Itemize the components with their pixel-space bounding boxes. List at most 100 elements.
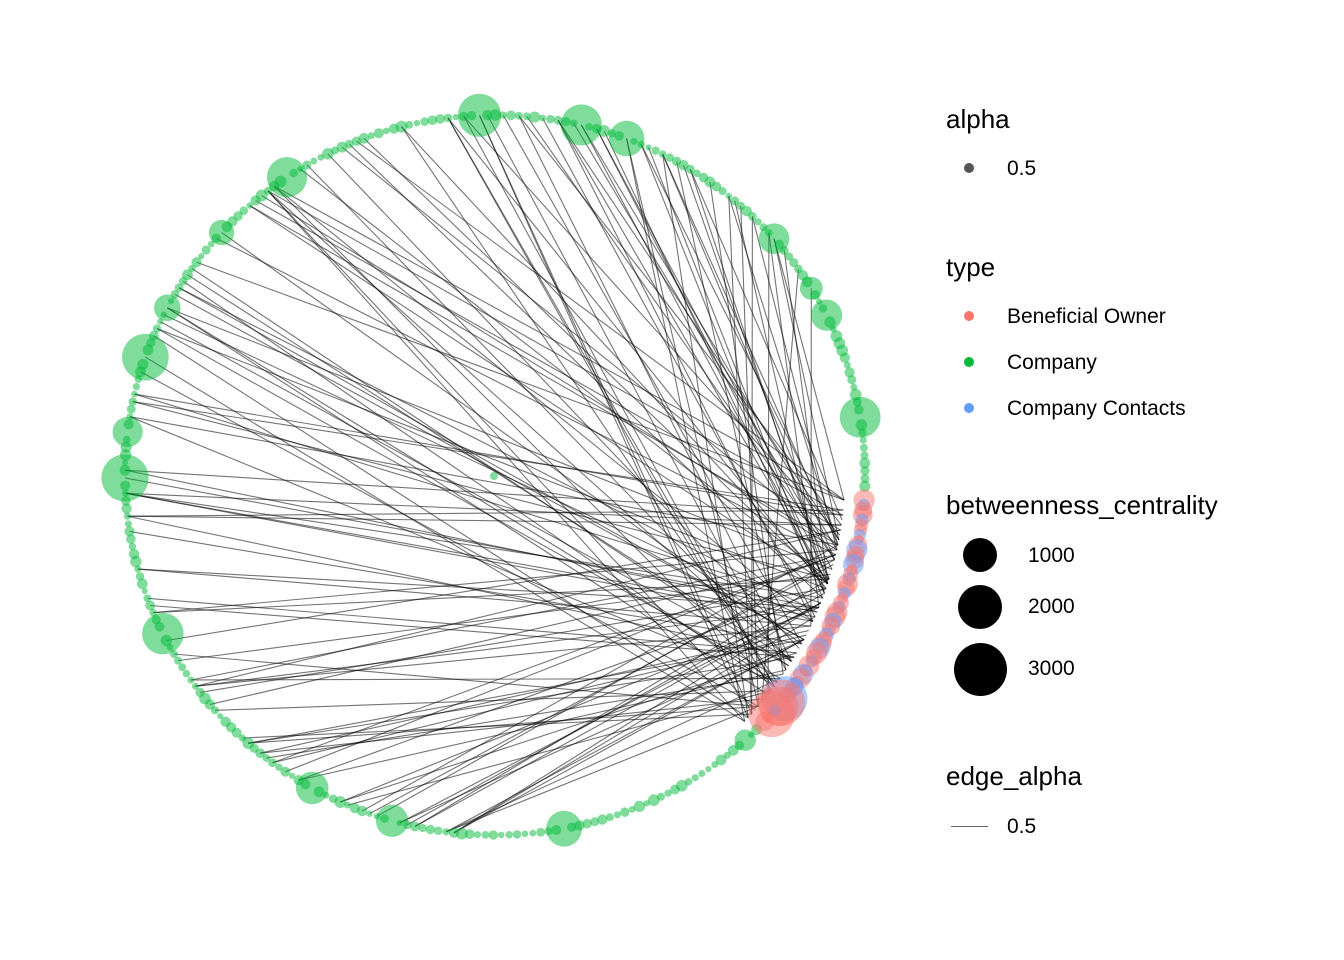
node-company[interactable] <box>344 139 354 149</box>
node-company[interactable] <box>608 120 645 157</box>
node-company[interactable] <box>789 258 799 268</box>
node-company[interactable] <box>119 464 131 476</box>
node-company[interactable] <box>536 827 546 837</box>
node-company[interactable] <box>134 565 142 573</box>
node-company[interactable] <box>455 827 468 840</box>
node-company[interactable] <box>135 572 145 581</box>
node-company[interactable] <box>297 165 304 172</box>
node-company[interactable] <box>645 144 652 151</box>
node-company[interactable] <box>170 290 180 299</box>
node-company[interactable] <box>613 811 621 819</box>
node-company[interactable] <box>122 333 169 381</box>
node-company[interactable] <box>784 252 794 261</box>
node-company[interactable] <box>132 382 140 391</box>
node-company[interactable] <box>173 656 182 665</box>
node-company[interactable] <box>481 831 490 839</box>
node-company[interactable] <box>395 120 408 133</box>
node-company[interactable] <box>380 814 389 823</box>
node-company[interactable] <box>192 682 199 690</box>
node-company[interactable] <box>452 113 460 121</box>
node-company[interactable] <box>590 817 600 827</box>
node-company[interactable] <box>539 114 547 122</box>
node-company[interactable] <box>207 240 215 248</box>
node-company[interactable] <box>847 375 857 385</box>
node-company[interactable] <box>358 133 370 144</box>
node-company[interactable] <box>151 615 161 625</box>
node-company[interactable] <box>427 115 438 126</box>
node-company[interactable] <box>157 318 164 325</box>
node-company[interactable] <box>715 754 727 766</box>
node-company[interactable] <box>123 419 134 430</box>
node-company[interactable] <box>597 814 608 825</box>
node-company[interactable] <box>551 825 562 836</box>
node-company[interactable] <box>178 663 187 672</box>
node-company[interactable] <box>268 758 278 768</box>
node-company[interactable] <box>515 111 523 120</box>
node-company[interactable] <box>810 289 821 300</box>
node-company[interactable] <box>730 196 740 206</box>
node-company[interactable] <box>128 542 137 551</box>
node-company[interactable] <box>435 114 446 124</box>
node-company[interactable] <box>275 763 283 771</box>
node-company[interactable] <box>146 338 156 348</box>
node-company[interactable] <box>375 804 409 837</box>
node-company[interactable] <box>239 206 249 215</box>
node-company[interactable] <box>488 830 499 840</box>
node-company[interactable] <box>529 111 541 123</box>
node-company[interactable] <box>665 153 674 162</box>
node-company[interactable] <box>546 810 582 847</box>
node-company[interactable] <box>152 324 162 333</box>
node-company[interactable] <box>711 761 719 769</box>
node-company[interactable] <box>693 169 701 178</box>
node-company[interactable] <box>420 117 429 126</box>
node-company[interactable] <box>598 125 611 137</box>
node-company[interactable] <box>145 600 156 611</box>
node-company[interactable] <box>262 754 271 762</box>
node-company[interactable] <box>149 330 159 341</box>
node-company[interactable] <box>560 104 602 146</box>
node-company[interactable] <box>474 831 482 839</box>
node-company[interactable] <box>839 396 881 438</box>
node-company[interactable] <box>628 806 636 813</box>
node-company[interactable] <box>858 428 867 437</box>
node-company[interactable] <box>637 140 645 148</box>
node-company[interactable] <box>238 734 247 742</box>
node-company[interactable] <box>839 352 850 363</box>
node-company[interactable] <box>293 775 304 786</box>
node-company[interactable] <box>367 132 375 140</box>
node-company[interactable] <box>691 774 699 782</box>
node-company[interactable] <box>142 612 184 655</box>
node-company[interactable] <box>349 803 360 814</box>
node-company[interactable] <box>154 294 181 322</box>
node-company[interactable] <box>434 826 443 836</box>
node-company[interactable] <box>136 578 148 590</box>
node-company[interactable] <box>131 390 138 398</box>
node-company[interactable] <box>101 454 149 502</box>
node-company[interactable] <box>670 784 680 795</box>
node-company[interactable] <box>128 397 138 406</box>
node-company[interactable] <box>413 119 421 127</box>
node-company[interactable] <box>843 361 851 369</box>
node-company[interactable] <box>167 297 175 305</box>
node-company[interactable] <box>328 794 338 803</box>
node-company[interactable] <box>705 766 712 773</box>
node-company[interactable] <box>490 472 498 480</box>
node-company[interactable] <box>844 367 855 378</box>
node-company[interactable] <box>128 548 140 560</box>
node-company[interactable] <box>336 141 348 153</box>
node-company[interactable] <box>121 503 132 514</box>
node-company[interactable] <box>187 676 195 684</box>
node-company[interactable] <box>859 457 871 469</box>
node-company[interactable] <box>521 830 529 838</box>
node-company[interactable] <box>728 744 739 756</box>
node-company[interactable] <box>860 466 870 476</box>
node-company[interactable] <box>443 113 453 123</box>
node-company[interactable] <box>448 827 460 838</box>
node-company[interactable] <box>658 150 667 158</box>
node-company[interactable] <box>124 520 132 528</box>
node-company[interactable] <box>154 621 165 632</box>
node-company[interactable] <box>149 608 157 617</box>
node-company[interactable] <box>217 713 224 720</box>
node-company[interactable] <box>522 112 531 121</box>
node-company[interactable] <box>126 404 136 414</box>
